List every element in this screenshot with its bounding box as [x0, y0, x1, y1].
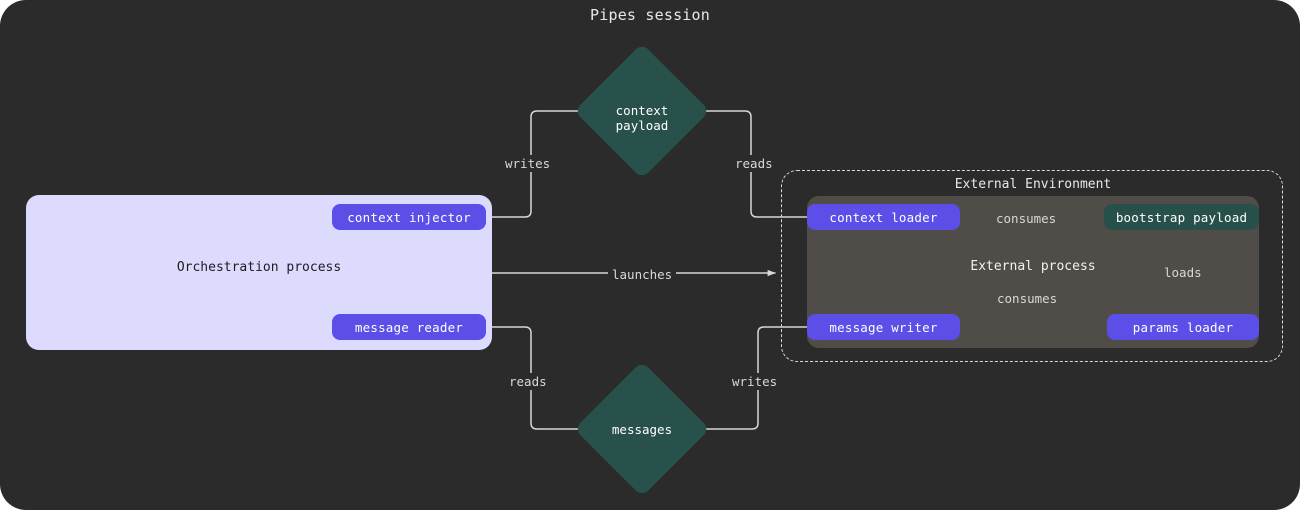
node-context-loader[interactable]: context loader — [807, 204, 960, 230]
store-messages-label: messages — [562, 422, 722, 437]
edge-label-params-loader-loads-bootstrap: loads — [1160, 264, 1206, 281]
node-bootstrap-payload[interactable]: bootstrap payload — [1104, 204, 1259, 230]
node-message-writer-label: message writer — [829, 319, 938, 335]
edge-label-context-loader-consumes-bootstrap: consumes — [992, 210, 1061, 227]
node-context-injector[interactable]: context injector — [332, 204, 486, 230]
edge-label-reader-reads-messages: reads — [505, 373, 551, 390]
node-params-loader[interactable]: params loader — [1107, 314, 1259, 340]
edge-label-message-writer-consumes-bootstrap: consumes — [993, 290, 1062, 307]
edge-label-injector-writes-context: writes — [501, 155, 555, 172]
store-context-payload-label: context payload — [562, 103, 722, 133]
node-context-loader-label: context loader — [829, 209, 938, 225]
node-bootstrap-payload-label: bootstrap payload — [1115, 209, 1248, 225]
external-environment-box: External Environment — [781, 170, 1283, 362]
external-environment-label: External Environment — [954, 177, 1112, 192]
edge-label-writer-writes-messages: writes — [728, 373, 782, 390]
node-message-reader[interactable]: message reader — [332, 314, 486, 340]
edge-label-loader-reads-context: reads — [731, 155, 777, 172]
node-params-loader-label: params loader — [1132, 319, 1234, 335]
store-context-payload-line1: context — [615, 103, 669, 118]
node-context-injector-label: context injector — [347, 209, 471, 225]
store-messages-line1: messages — [611, 422, 673, 437]
edge-label-orchestration-launches-external: launches — [608, 266, 677, 283]
store-context-payload-line2: payload — [615, 118, 669, 133]
node-message-writer[interactable]: message writer — [807, 314, 960, 340]
orchestration-process-label: Orchestration process — [176, 260, 342, 275]
external-process-label: External process — [970, 259, 1096, 274]
page-title: Pipes session — [590, 6, 710, 24]
node-message-reader-label: message reader — [354, 319, 464, 335]
